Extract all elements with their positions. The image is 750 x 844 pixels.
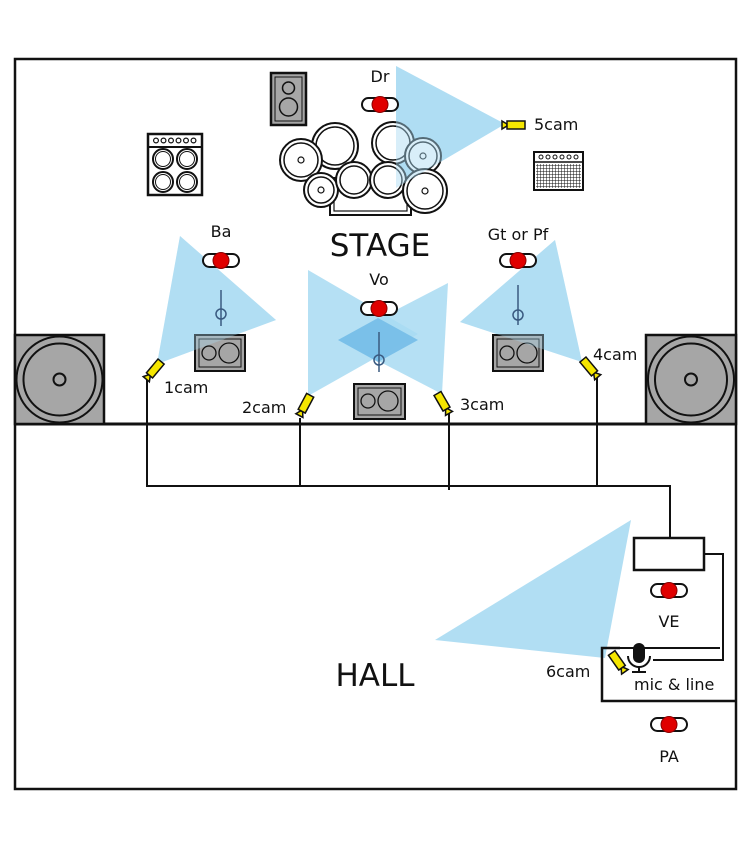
microphone-icon — [627, 643, 651, 673]
monitor-wedge-ba — [194, 334, 246, 372]
bass-amp — [146, 132, 204, 197]
guitar-amp — [533, 151, 584, 191]
mic-stand-ba — [215, 290, 227, 326]
video-camera-icon — [578, 355, 603, 382]
monitor-wedge-gt — [492, 334, 544, 372]
ve-console-box — [632, 536, 706, 572]
performer-dr — [361, 96, 399, 113]
camera-label-1: 1cam — [164, 378, 208, 397]
camera-cabling — [146, 376, 724, 661]
performer-ba — [202, 252, 240, 269]
operator-ve — [650, 582, 688, 599]
camera-label-4: 4cam — [593, 345, 637, 364]
camera-label-3: 3cam — [460, 395, 504, 414]
performer-gt — [499, 252, 537, 269]
performer-label-dr: Dr — [371, 67, 390, 86]
cam1-cone-wedge-overlay — [157, 236, 276, 364]
camera-label-6: 6cam — [546, 662, 590, 681]
performer-label-vo: Vo — [369, 270, 389, 289]
mic-stand-gt — [512, 285, 524, 325]
speaker-right — [644, 333, 738, 426]
drum-monitor-speaker — [269, 71, 308, 127]
performer-label-ba: Ba — [211, 222, 232, 241]
camera-label-5: 5cam — [534, 115, 578, 134]
video-camera-icon — [501, 119, 526, 131]
mic-line-box — [600, 646, 736, 703]
hall-label-ve: VE — [658, 612, 679, 631]
camera-label-2: 2cam — [242, 398, 286, 417]
video-camera-icon — [141, 357, 166, 384]
video-camera-icon — [607, 649, 630, 676]
operator-pa — [650, 716, 688, 733]
hall-label-pa: PA — [659, 747, 679, 766]
drum-kit — [279, 121, 448, 216]
cam6-view-cone — [435, 520, 631, 658]
mic-stand-vo — [373, 332, 385, 372]
cam4-cone-wedge-overlay — [460, 240, 582, 362]
cam1-view-cone — [157, 236, 276, 364]
performer-vo — [360, 300, 398, 317]
monitor-wedge-vo — [353, 383, 406, 420]
hall-title: HALL — [335, 658, 415, 694]
speaker-left — [13, 333, 106, 426]
video-camera-icon — [294, 392, 315, 419]
video-camera-icon — [433, 390, 454, 417]
performer-label-gt: Gt or Pf — [488, 225, 549, 244]
cam-overlap-zone — [338, 318, 418, 362]
cam4-view-cone — [460, 240, 582, 362]
mic-line-label: mic & line — [634, 675, 714, 694]
stage-title: STAGE — [330, 228, 430, 264]
cam5-view-cone-overlay — [396, 66, 505, 188]
